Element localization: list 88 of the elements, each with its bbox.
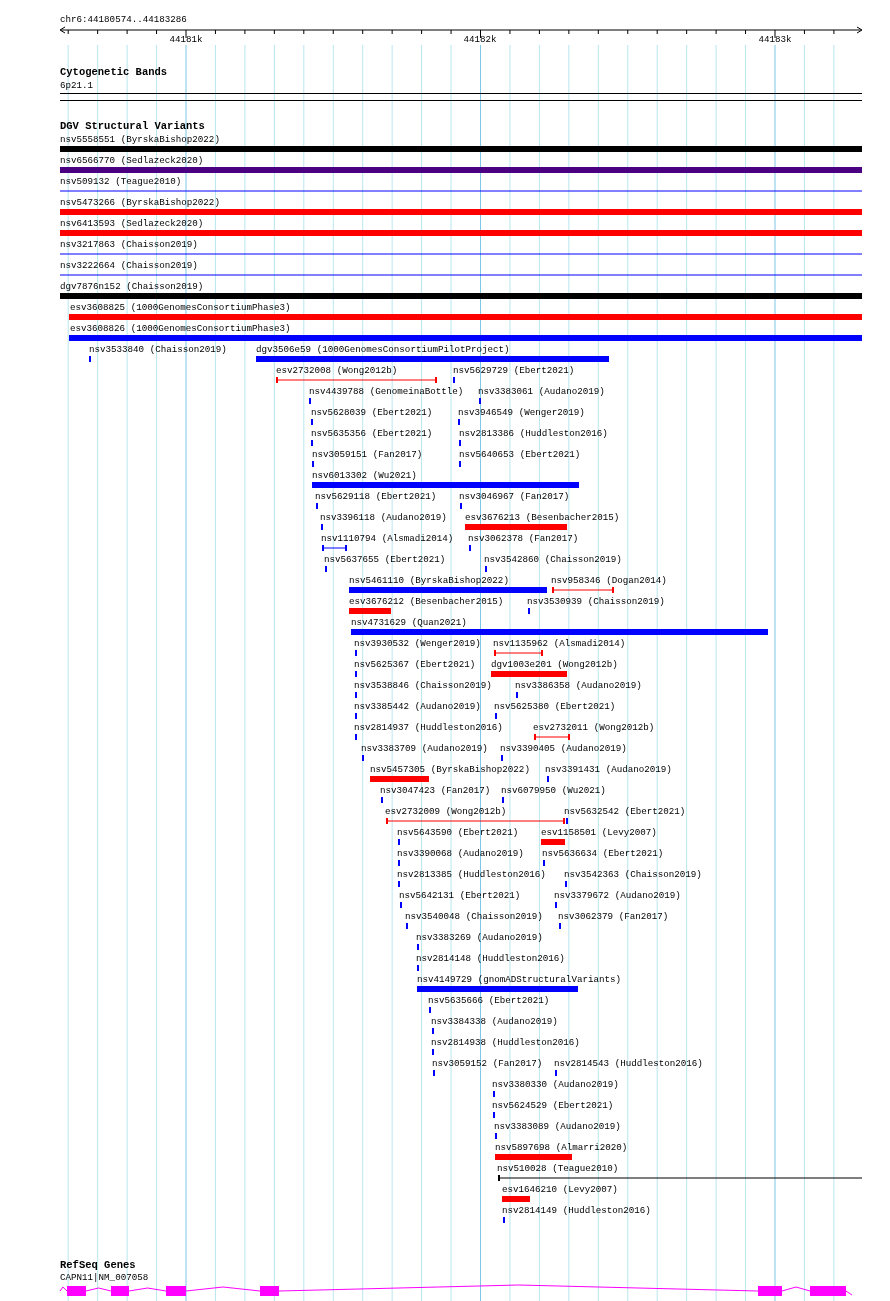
variant-label: dgv3506e59 (1000GenomesConsortiumPilotProject)	[256, 344, 510, 355]
variant-label: nsv3384338 (Audano2019)	[431, 1016, 558, 1027]
variant-label: esv1646210 (Levy2007)	[502, 1184, 618, 1195]
variant-label: esv1158501 (Levy2007)	[541, 827, 657, 838]
variant-label: nsv3390068 (Audano2019)	[397, 848, 524, 859]
variant-label: nsv5629729 (Ebert2021)	[453, 365, 575, 376]
variant-label: nsv5624529 (Ebert2021)	[492, 1100, 614, 1111]
variant-label: nsv3396118 (Audano2019)	[320, 512, 447, 523]
variant-label: nsv3379672 (Audano2019)	[554, 890, 681, 901]
variant-label: nsv5625367 (Ebert2021)	[354, 659, 476, 670]
variant-label: nsv2813385 (Huddleston2016)	[397, 869, 546, 880]
variant-label: nsv3047423 (Fan2017)	[380, 785, 491, 796]
variant-label: nsv5635356 (Ebert2021)	[311, 428, 433, 439]
variant-label: nsv3540048 (Chaisson2019)	[405, 911, 543, 922]
variant-label: nsv3538846 (Chaisson2019)	[354, 680, 492, 691]
variant-label: nsv6079950 (Wu2021)	[501, 785, 606, 796]
variant-label: nsv3530939 (Chaisson2019)	[527, 596, 665, 607]
variant-label: nsv5897698 (Almarri2020)	[495, 1142, 628, 1153]
variant-label: nsv3383709 (Audano2019)	[361, 743, 488, 754]
variant-label: nsv3946549 (Wenger2019)	[458, 407, 585, 418]
variant-label: nsv3542860 (Chaisson2019)	[484, 554, 622, 565]
gene-label: CAPN11|NM_007058	[60, 1272, 149, 1283]
variant-label: nsv3390405 (Audano2019)	[500, 743, 627, 754]
variant-label: nsv4439788 (GenomeinaBottle)	[309, 386, 464, 397]
variant-label: nsv5457305 (ByrskaBishop2022)	[370, 764, 530, 775]
variant-label: nsv3386358 (Audano2019)	[515, 680, 642, 691]
variant-label: nsv5632542 (Ebert2021)	[564, 806, 686, 817]
variant-label: nsv4149729 (gnomADStructuralVariants)	[417, 974, 621, 985]
variant-label: nsv958346 (Dogan2014)	[551, 575, 667, 586]
variant-label: esv3676212 (Besenbacher2015)	[349, 596, 504, 607]
variant-label: nsv510028 (Teague2010)	[497, 1163, 619, 1174]
variant-label: nsv1110794 (Alsmadi2014)	[321, 533, 454, 544]
variant-label: nsv5628039 (Ebert2021)	[311, 407, 433, 418]
variant-label: esv2732009 (Wong2012b)	[385, 806, 507, 817]
variant-label: nsv5629118 (Ebert2021)	[315, 491, 437, 502]
variant-label: nsv3222664 (Chaisson2019)	[60, 260, 198, 271]
variant-label: nsv3542363 (Chaisson2019)	[564, 869, 702, 880]
variant-label: esv3676213 (Besenbacher2015)	[465, 512, 620, 523]
variant-label: nsv5643590 (Ebert2021)	[397, 827, 519, 838]
variant-label: nsv5635666 (Ebert2021)	[428, 995, 550, 1006]
variant-label: nsv3380330 (Audano2019)	[492, 1079, 619, 1090]
variant-label: nsv1135962 (Alsmadi2014)	[493, 638, 626, 649]
variant-label: nsv5558551 (ByrskaBishop2022)	[60, 134, 220, 145]
variant-label: nsv2814149 (Huddleston2016)	[502, 1205, 651, 1216]
variant-label: nsv509132 (Teague2010)	[60, 176, 182, 187]
variant-label: esv3608825 (1000GenomesConsortiumPhase3)	[70, 302, 291, 313]
band-label: 6p21.1	[60, 80, 94, 91]
variant-label: nsv3383061 (Audano2019)	[478, 386, 605, 397]
variant-label: nsv3383269 (Audano2019)	[416, 932, 543, 943]
variant-label: esv3608826 (1000GenomesConsortiumPhase3)	[70, 323, 291, 334]
variant-label: nsv5640653 (Ebert2021)	[459, 449, 581, 460]
variant-label: nsv5473266 (ByrskaBishop2022)	[60, 197, 220, 208]
region-label: chr6:44180574..44183286	[60, 14, 187, 25]
variant-label: nsv3391431 (Audano2019)	[545, 764, 672, 775]
variant-label: dgv7876n152 (Chaisson2019)	[60, 281, 204, 292]
variant-label: nsv3533840 (Chaisson2019)	[89, 344, 227, 355]
variant-label: nsv5642131 (Ebert2021)	[399, 890, 521, 901]
variant-label: nsv3385442 (Audano2019)	[354, 701, 481, 712]
variant-label: nsv2814148 (Huddleston2016)	[416, 953, 565, 964]
track-title: Cytogenetic Bands	[60, 67, 168, 78]
variant-label: nsv3062378 (Fan2017)	[468, 533, 579, 544]
variant-label: esv2732011 (Wong2012b)	[533, 722, 655, 733]
variant-label: esv2732008 (Wong2012b)	[276, 365, 398, 376]
variant-label: nsv2813386 (Huddleston2016)	[459, 428, 608, 439]
variant-label: nsv6013302 (Wu2021)	[312, 470, 417, 481]
variant-label: nsv3217863 (Chaisson2019)	[60, 239, 198, 250]
axis-tick-label: 44182k	[463, 34, 497, 45]
variant-label: nsv5625380 (Ebert2021)	[494, 701, 616, 712]
variant-label: nsv5637655 (Ebert2021)	[324, 554, 446, 565]
variant-label: nsv3383089 (Audano2019)	[494, 1121, 621, 1132]
variant-label: nsv3059152 (Fan2017)	[432, 1058, 543, 1069]
variant-label: nsv2814937 (Huddleston2016)	[354, 722, 503, 733]
track-title: RefSeq Genes	[60, 1260, 136, 1271]
variant-label: nsv5461110 (ByrskaBishop2022)	[349, 575, 509, 586]
variant-label: nsv6413593 (Sedlazeck2020)	[60, 218, 204, 229]
variant-label: nsv3930532 (Wenger2019)	[354, 638, 481, 649]
variant-label: nsv6566770 (Sedlazeck2020)	[60, 155, 204, 166]
axis-tick-label: 44181k	[169, 34, 203, 45]
axis-tick-label: 44183k	[758, 34, 792, 45]
variant-label: dgv1003e201 (Wong2012b)	[491, 659, 618, 670]
variant-label: nsv2814543 (Huddleston2016)	[554, 1058, 703, 1069]
variant-label: nsv4731629 (Quan2021)	[351, 617, 467, 628]
variant-label: nsv2814938 (Huddleston2016)	[431, 1037, 580, 1048]
variant-label: nsv3062379 (Fan2017)	[558, 911, 669, 922]
variant-label: nsv5636634 (Ebert2021)	[542, 848, 664, 859]
variant-label: nsv3046967 (Fan2017)	[459, 491, 570, 502]
variant-label: nsv3059151 (Fan2017)	[312, 449, 423, 460]
track-title: DGV Structural Variants	[60, 121, 205, 132]
